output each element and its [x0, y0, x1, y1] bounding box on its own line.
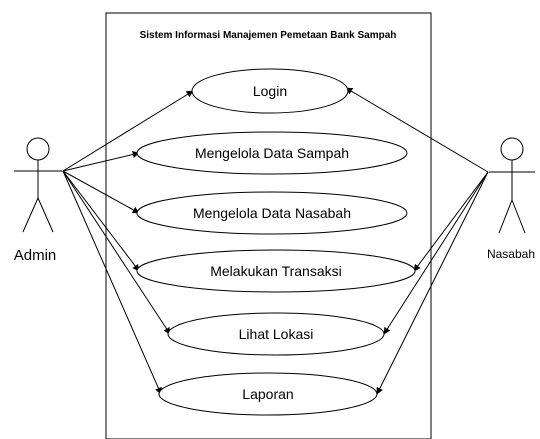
- actor-admin-label: Admin: [14, 247, 57, 264]
- actor-nasabah-left-leg: [498, 199, 513, 234]
- use-case-mengelola-data-nasabah-ellipse[interactable]: [136, 191, 408, 235]
- association-admin-login: [62, 90, 194, 172]
- actor-admin-head: [26, 137, 50, 161]
- association-admin-laporan: [62, 170, 162, 395]
- association-nasabah-laporan: [376, 171, 489, 395]
- associations-layer: [62, 87, 489, 395]
- use-case-mengelola-data-nasabah[interactable]: Mengelola Data Nasabah: [136, 191, 408, 235]
- association-admin-melakukan-transaksi: [62, 170, 140, 272]
- use-case-lihat-lokasi[interactable]: Lihat Lokasi: [167, 312, 385, 356]
- actor-nasabah-right-leg: [511, 199, 526, 234]
- use-case-mengelola-data-nasabah-label: Mengelola Data Nasabah: [193, 205, 351, 221]
- association-nasabah-melakukan-transaksi: [413, 171, 489, 272]
- use-case-melakukan-transaksi-ellipse[interactable]: [136, 249, 416, 293]
- use-case-login-ellipse[interactable]: [191, 68, 349, 114]
- use-case-laporan-ellipse[interactable]: [158, 372, 378, 416]
- use-case-melakukan-transaksi[interactable]: Melakukan Transaksi: [136, 249, 416, 293]
- use-case-melakukan-transaksi-label: Melakukan Transaksi: [210, 263, 342, 279]
- association-admin-mengelola-data-sampah: [62, 151, 140, 172]
- use-case-login[interactable]: Login: [191, 68, 349, 114]
- association-nasabah-login: [345, 87, 489, 173]
- use-case-mengelola-data-sampah-ellipse[interactable]: [136, 131, 408, 175]
- use-case-mengelola-data-sampah-label: Mengelola Data Sampah: [195, 145, 349, 161]
- use-case-lihat-lokasi-label: Lihat Lokasi: [239, 326, 314, 342]
- use-case-mengelola-data-sampah[interactable]: Mengelola Data Sampah: [136, 131, 408, 175]
- system-boundary: Sistem Informasi Manajemen Pemetaan Bank…: [105, 12, 432, 439]
- use-case-laporan-label: Laporan: [242, 386, 293, 402]
- use-case-login-label: Login: [253, 83, 287, 99]
- actor-admin-right-leg: [37, 197, 54, 233]
- association-nasabah-lihat-lokasi: [383, 171, 489, 335]
- association-admin-lihat-lokasi: [62, 170, 171, 335]
- association-admin-mengelola-data-nasabah: [62, 170, 140, 214]
- actor-admin-left-leg: [22, 197, 39, 233]
- actor-admin[interactable]: [14, 137, 62, 233]
- system-title: Sistem Informasi Manajemen Pemetaan Bank…: [140, 30, 397, 41]
- use-case-lihat-lokasi-ellipse[interactable]: [167, 312, 385, 356]
- actor-nasabah-head: [500, 137, 524, 161]
- system-boundary-box: [105, 12, 432, 439]
- actor-nasabah-label: Nasabah: [487, 247, 535, 261]
- use-case-laporan[interactable]: Laporan: [158, 372, 378, 416]
- actor-nasabah[interactable]: [489, 137, 535, 234]
